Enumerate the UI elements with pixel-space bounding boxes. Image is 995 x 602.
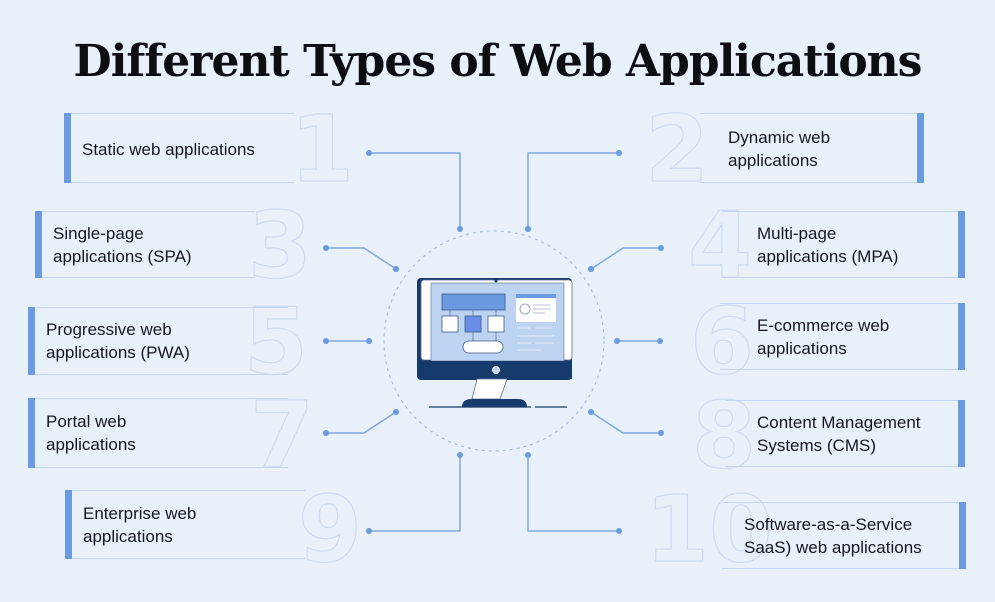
- number-1: 1: [289, 96, 355, 203]
- card-portal-web-applications: Portal web applications: [28, 398, 288, 468]
- number-4: 4: [687, 192, 753, 299]
- accent-bar: [958, 211, 965, 278]
- accent-bar: [64, 113, 71, 183]
- accent-bar: [958, 303, 965, 370]
- page-title: Different Types of Web Applications: [73, 36, 923, 87]
- card-label: E-commerce web applications: [757, 316, 890, 358]
- card-static-web-applications: Static web applications: [64, 113, 294, 183]
- number-7: 7: [249, 382, 315, 489]
- card-label: Dynamic web applications: [728, 128, 831, 170]
- card-enterprise-web-applications: Enterprise web applications: [65, 490, 305, 559]
- card-label: Single-page applications (SPA): [53, 224, 192, 266]
- card-label: Progressive web applications (PWA): [46, 320, 190, 362]
- card-dynamic-web-applications: Dynamic web applications: [700, 113, 924, 183]
- card-label: Static web applications: [82, 140, 255, 159]
- card-single-page-applications: Single-page applications (SPA): [35, 211, 255, 278]
- accent-bar: [959, 502, 966, 569]
- accent-bar: [958, 400, 965, 467]
- accent-bar: [28, 398, 35, 468]
- accent-bar: [35, 211, 42, 278]
- card-label: Portal web applications: [46, 412, 136, 454]
- card-label: Software-as-a-Service SaaS) web applicat…: [744, 515, 922, 557]
- card-label: Content Management Systems (CMS): [757, 413, 921, 455]
- accent-bar: [917, 113, 924, 183]
- card-label: Enterprise web applications: [83, 504, 197, 546]
- number-9: 9: [297, 476, 363, 583]
- card-progressive-web-applications: Progressive web applications (PWA): [28, 307, 288, 375]
- number-6: 6: [689, 288, 755, 395]
- accent-bar: [28, 307, 35, 375]
- number-10: 10: [644, 476, 774, 583]
- card-saas-web-applications: Software-as-a-Service SaaS) web applicat…: [722, 502, 966, 569]
- number-3: 3: [247, 192, 313, 299]
- card-e-commerce-web-applications: E-commerce web applications: [720, 303, 965, 370]
- number-2: 2: [644, 96, 710, 203]
- card-label: Multi-page applications (MPA): [757, 224, 899, 266]
- card-content-management-systems: Content Management Systems (CMS): [725, 400, 965, 467]
- number-5: 5: [243, 288, 309, 395]
- accent-bar: [65, 490, 72, 559]
- card-multi-page-applications: Multi-page applications (MPA): [722, 211, 965, 278]
